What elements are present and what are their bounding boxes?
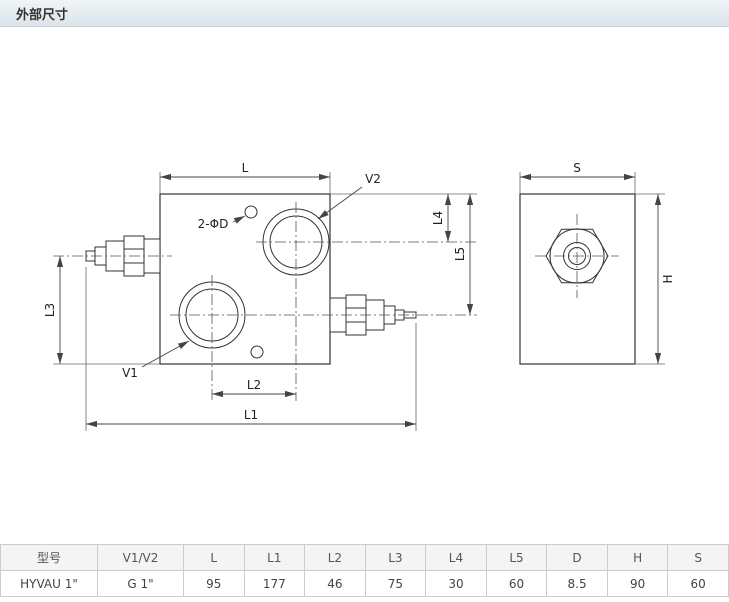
col-header-L3: L3: [364, 544, 427, 571]
dim-label-L2: L2: [247, 378, 261, 392]
dim-label-H: H: [661, 274, 675, 283]
col-header-L5: L5: [485, 544, 548, 571]
port-label-V2: V2: [365, 172, 381, 186]
cell-model: HYVAU 1": [0, 570, 98, 597]
col-header-D: D: [546, 544, 608, 571]
front-view: [53, 193, 477, 401]
dimension-L1: L1: [86, 408, 416, 428]
callout-mounting-holes: 2-ΦD: [198, 215, 246, 231]
table-row: HYVAU 1" G 1" 95 177 46 75 30 60 8.5 90 …: [0, 570, 729, 597]
dimensions-table: 型号 V1/V2 L L1 L2 L3 L4 L5 D H S HYVAU 1"…: [0, 544, 729, 597]
section-title: 外部尺寸: [16, 7, 69, 23]
cell-L4: 30: [425, 570, 487, 597]
cell-L5: 60: [485, 570, 548, 597]
callout-V1: V1: [122, 340, 190, 380]
dim-label-L: L: [242, 161, 249, 175]
side-view: [519, 193, 636, 365]
cell-v1v2: G 1": [97, 570, 184, 597]
extension-lines: [53, 172, 665, 431]
dimension-H: H: [654, 194, 675, 364]
col-header-S: S: [667, 544, 729, 571]
cell-H: 90: [606, 570, 669, 597]
dimension-L5: L5: [453, 194, 474, 315]
section-header: 外部尺寸: [0, 0, 729, 27]
col-header-L4: L4: [425, 544, 487, 571]
dimension-L: L: [160, 161, 330, 181]
dim-label-S: S: [573, 161, 581, 175]
cell-D: 8.5: [546, 570, 608, 597]
col-header-L2: L2: [304, 544, 366, 571]
side-block-outline: [519, 193, 636, 365]
dim-label-L4: L4: [431, 211, 445, 225]
cell-S: 60: [667, 570, 729, 597]
front-block-outline: [159, 193, 331, 365]
cell-L: 95: [183, 570, 245, 597]
dim-label-L1: L1: [244, 408, 258, 422]
cell-L3: 75: [364, 570, 427, 597]
col-header-L1: L1: [243, 544, 306, 571]
mounting-hole-top: [244, 205, 258, 219]
cell-L1: 177: [243, 570, 306, 597]
dim-label-L5: L5: [453, 247, 467, 261]
table-header-row: 型号 V1/V2 L L1 L2 L3 L4 L5 D H S: [0, 544, 729, 571]
port-label-V1: V1: [122, 366, 138, 380]
col-header-model: 型号: [0, 544, 98, 571]
dimension-L3: L3: [43, 256, 64, 364]
col-header-v1v2: V1/V2: [97, 544, 184, 571]
col-header-H: H: [606, 544, 669, 571]
cell-L2: 46: [304, 570, 366, 597]
technical-drawing: L L4 L5 L3 L2 L1: [0, 27, 729, 544]
holes-label: 2-ΦD: [198, 217, 229, 231]
dimension-L2: L2: [212, 378, 296, 398]
callout-V2: V2: [317, 172, 381, 220]
mounting-hole-bottom: [250, 345, 264, 359]
dimension-S: S: [520, 161, 635, 181]
dimension-L4: L4: [431, 194, 452, 242]
dim-label-L3: L3: [43, 303, 57, 317]
dimension-drawing: L L4 L5 L3 L2 L1: [43, 161, 675, 431]
col-header-L: L: [183, 544, 245, 571]
